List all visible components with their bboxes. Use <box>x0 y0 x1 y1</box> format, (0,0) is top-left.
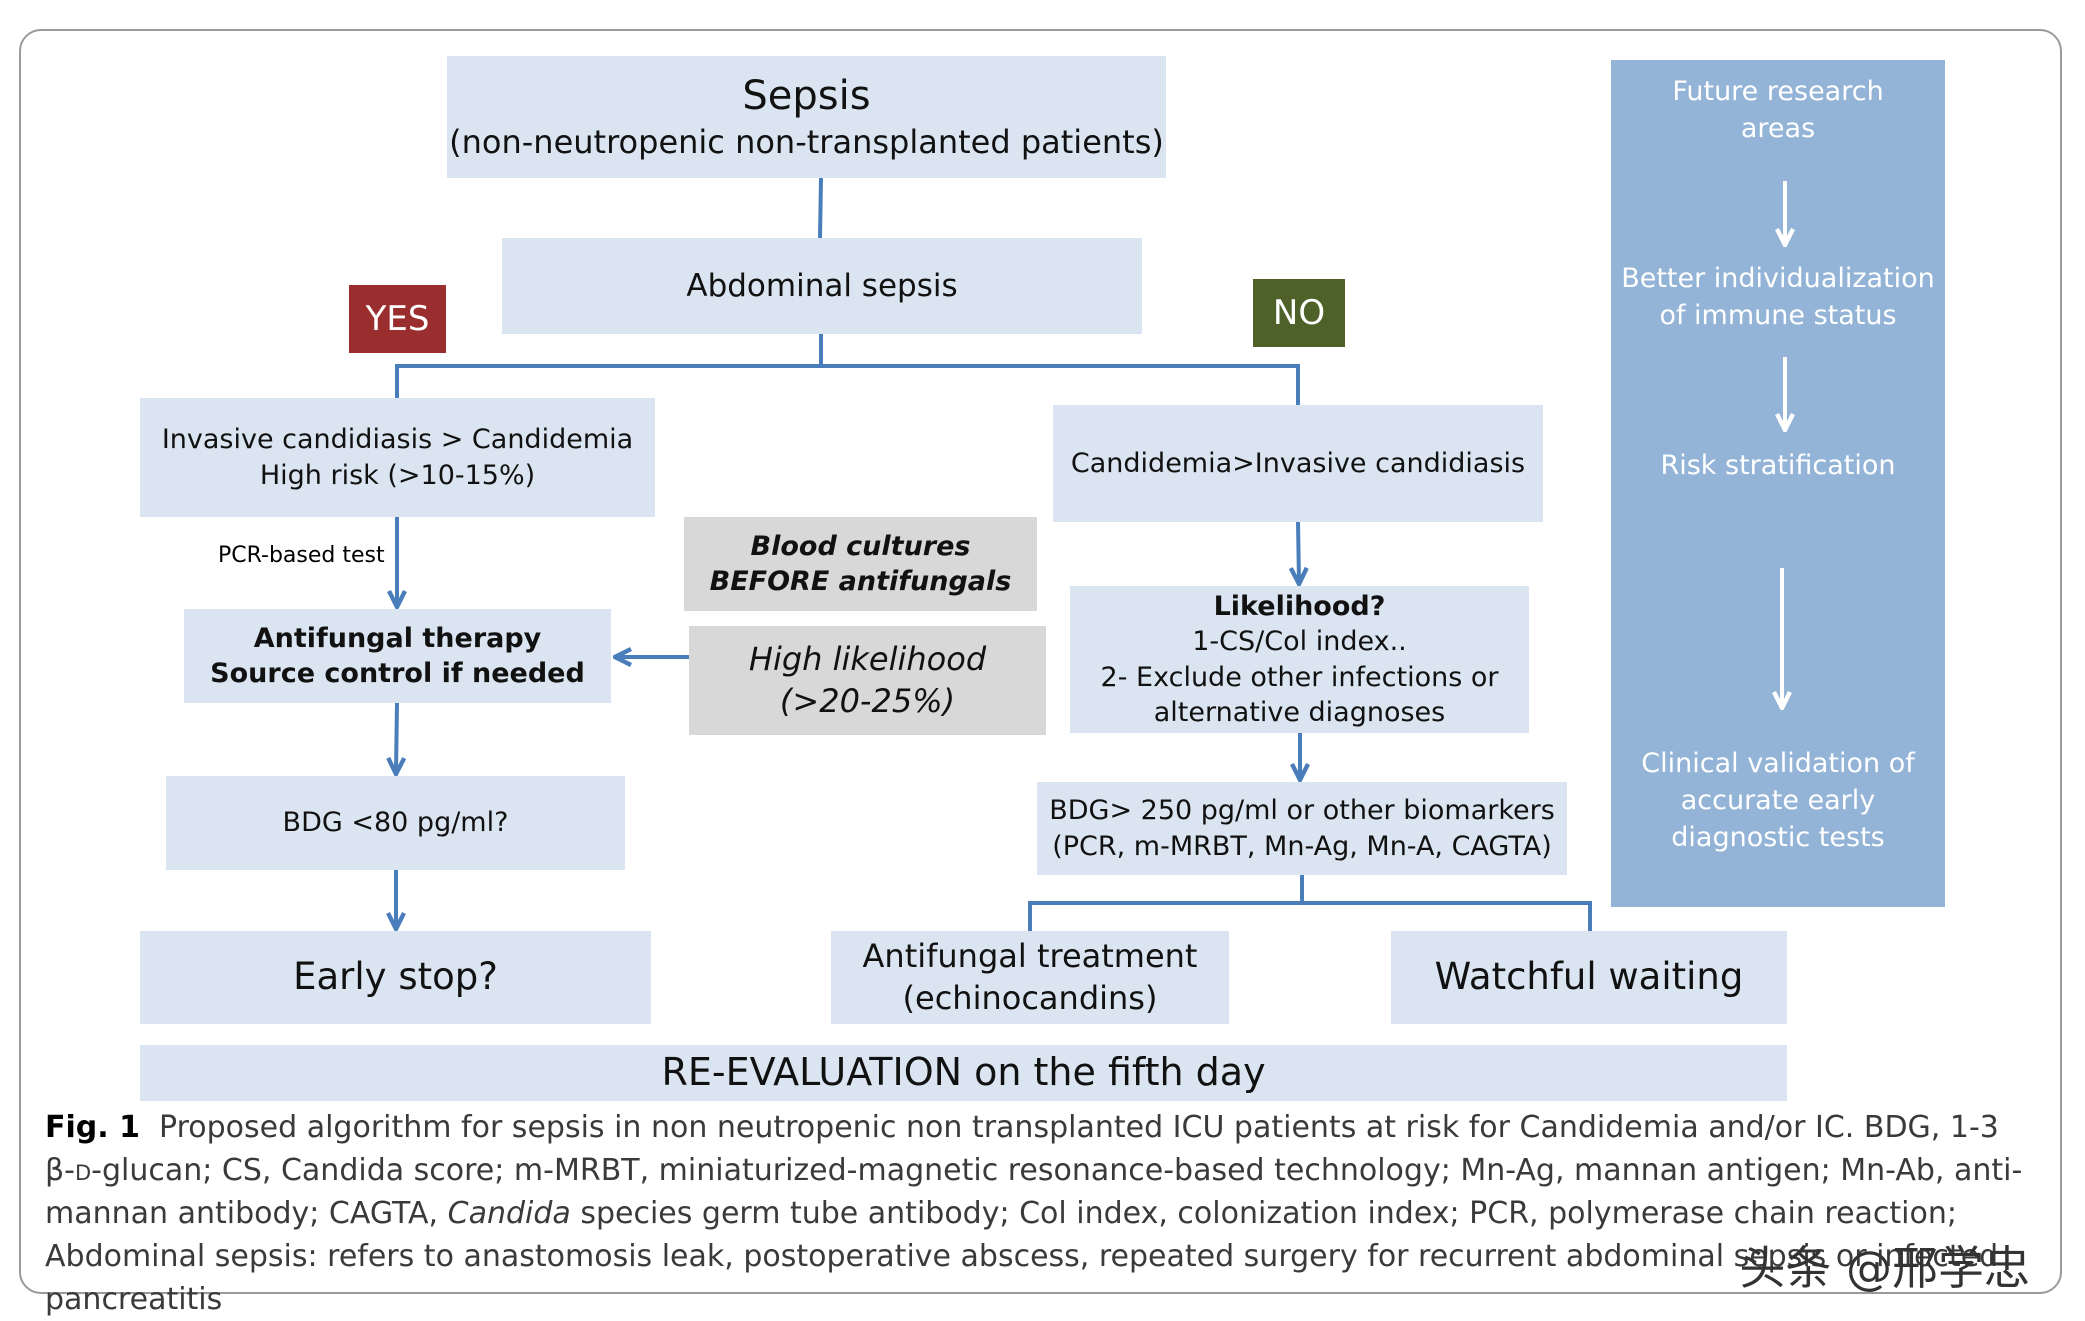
future-item3-line2: accurate early <box>1680 785 1876 816</box>
bdg250-box: BDG> 250 pg/ml or other biomarkers (PCR,… <box>1037 782 1567 875</box>
watchful-waiting-label: Watchful waiting <box>1434 955 1744 999</box>
bdg250-line2: (PCR, m-MRBT, Mn-Ag, Mn-A, CAGTA) <box>1052 830 1552 862</box>
antifungal-treatment-line1: Antifungal treatment <box>862 936 1198 975</box>
connector-abdominal-no <box>821 364 1300 405</box>
sepsis-box: Sepsis (non-neutropenic non-transplanted… <box>447 56 1166 178</box>
bdg250-line1: BDG> 250 pg/ml or other biomarkers <box>1049 795 1555 827</box>
high-likelihood-line2: (>20-25%) <box>779 681 956 720</box>
likelihood-line1: 1-CS/Col index.. <box>1192 626 1407 658</box>
no-risk-label: Candidemia>Invasive candidiasis <box>1070 447 1526 479</box>
blood-cultures-box: Blood cultures BEFORE antifungals <box>684 517 1037 611</box>
likelihood-title: Likelihood? <box>1213 591 1386 623</box>
arrow-to-bdg80 <box>396 702 397 772</box>
antifungal-therapy-box: Antifungal therapy Source control if nee… <box>184 609 611 703</box>
caption-text-italic: Candida <box>447 1196 571 1231</box>
caption-text-1: Proposed algorithm for sepsis in non neu… <box>45 1110 1999 1188</box>
sepsis-title: Sepsis <box>742 73 871 120</box>
caption-text-2: -glucan; CS, Candida score; m-MRBT, mini… <box>45 1153 2023 1231</box>
pcr-label: PCR-based test <box>218 543 385 568</box>
yes-risk-line2: High risk (>10-15%) <box>259 459 536 491</box>
likelihood-line3: alternative diagnoses <box>1153 696 1446 728</box>
arrow-to-likelihood <box>1298 521 1299 582</box>
future-item3-line1: Clinical validation of <box>1641 748 1915 779</box>
caption-text-d: d <box>74 1153 92 1188</box>
blood-cultures-line2: BEFORE antifungals <box>709 566 1012 597</box>
future-research-title-line2: areas <box>1740 113 1816 144</box>
likelihood-box: Likelihood? 1-CS/Col index.. 2- Exclude … <box>1070 586 1529 733</box>
future-item2: Risk stratification <box>1660 450 1896 481</box>
yes-label: YES <box>365 299 430 339</box>
bdg80-box: BDG <80 pg/ml? <box>166 776 625 870</box>
future-item3-line3: diagnostic tests <box>1671 822 1885 853</box>
blood-cultures-line1: Blood cultures <box>750 530 971 562</box>
future-research-arrows <box>1611 181 1945 907</box>
yes-tag: YES <box>349 285 446 353</box>
future-item1-line1: Better individualization <box>1621 263 1935 294</box>
no-tag: NO <box>1253 279 1345 347</box>
antifungal-therapy-line1: Antifungal therapy <box>253 622 542 654</box>
abdominal-sepsis-box: Abdominal sepsis <box>502 238 1142 334</box>
sepsis-subtitle: (non-neutropenic non-transplanted patien… <box>449 123 1164 162</box>
future-research-title-line1: Future research <box>1672 76 1884 107</box>
reevaluation-label: RE-EVALUATION on the fifth day <box>661 1050 1266 1095</box>
abdominal-sepsis-label: Abdominal sepsis <box>686 267 958 304</box>
caption-label: Fig. 1 <box>45 1110 140 1145</box>
early-stop-box: Early stop? <box>140 931 651 1024</box>
likelihood-line2: 2- Exclude other infections or <box>1100 661 1499 693</box>
future-item1-line2: of immune status <box>1659 300 1897 331</box>
connector-bdg250-watchful <box>1302 901 1592 931</box>
yes-risk-box: Invasive candidiasis > Candidemia High r… <box>140 398 655 517</box>
caption-text-3: species germ tube antibody; Col index, c… <box>45 1196 1999 1317</box>
future-research-panel: Future research areas Better individuali… <box>1611 60 1945 907</box>
high-likelihood-box: High likelihood (>20-25%) <box>689 626 1046 735</box>
high-likelihood-line1: High likelihood <box>748 639 987 678</box>
bdg80-label: BDG <80 pg/ml? <box>282 807 509 839</box>
yes-risk-line1: Invasive candidiasis > Candidemia <box>161 424 634 456</box>
connector-abdominal-yes <box>395 334 823 398</box>
no-label: NO <box>1272 293 1326 333</box>
early-stop-label: Early stop? <box>293 955 498 999</box>
figure-caption: Fig. 1 Proposed algorithm for sepsis in … <box>45 1106 2035 1321</box>
antifungal-therapy-line2: Source control if needed <box>210 658 585 689</box>
antifungal-treatment-line2: (echinocandins) <box>902 978 1158 1017</box>
watermark: 头条 @邢学忠 <box>1739 1241 2030 1295</box>
connector-sepsis-abdominal <box>818 177 823 239</box>
reevaluation-box: RE-EVALUATION on the fifth day <box>140 1045 1787 1101</box>
connector-bdg250-treatment <box>1028 875 1304 931</box>
watchful-waiting-box: Watchful waiting <box>1391 931 1787 1024</box>
no-risk-box: Candidemia>Invasive candidiasis <box>1053 405 1543 522</box>
antifungal-treatment-box: Antifungal treatment (echinocandins) <box>831 931 1229 1024</box>
